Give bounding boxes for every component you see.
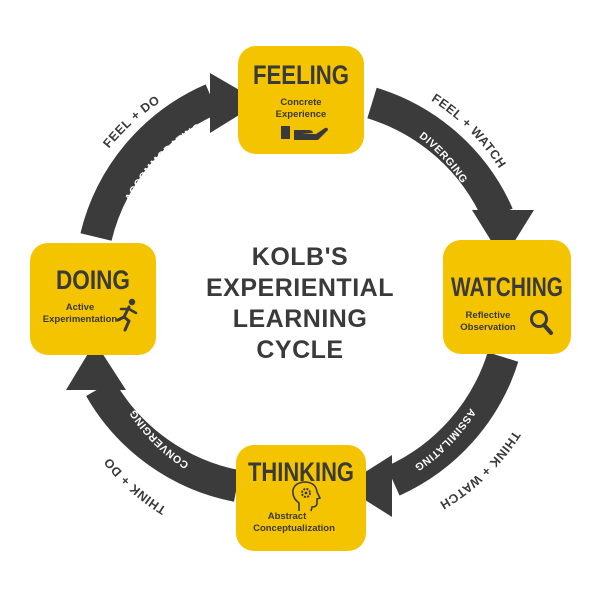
arrow-watching-to-thinking	[343, 351, 519, 517]
watching-sub-2: Observation	[460, 322, 516, 333]
doing-title: DOING	[56, 265, 130, 295]
doing-sub-1: Active	[66, 302, 95, 313]
center-title: KOLB'S EXPERIENTIAL LEARNING CYCLE	[206, 243, 394, 364]
magnifier-icon	[530, 310, 553, 335]
thinking-sub-1: Abstract	[268, 511, 307, 522]
node-feeling: FEELING Concrete Experience	[238, 46, 364, 154]
arrow-feeling-to-watching	[367, 87, 534, 260]
node-doing: DOING Active Experimentation	[30, 243, 156, 355]
feeling-sub-1: Concrete	[280, 97, 321, 108]
arrow-doing-to-feeling	[80, 73, 260, 242]
feeling-title: FEELING	[253, 60, 349, 90]
feeling-sub-2: Experience	[276, 109, 327, 120]
hand-holding-icon	[281, 126, 328, 140]
arrow-thinking-to-doing	[66, 342, 241, 502]
running-person-icon	[116, 298, 138, 332]
cycle-arrows	[66, 73, 534, 517]
watching-title: WATCHING	[451, 272, 563, 302]
doing-sub-2: Experimentation	[43, 314, 118, 325]
title-line-4: CYCLE	[256, 336, 343, 364]
title-line-2: EXPERIENTIAL	[206, 274, 394, 302]
thinking-sub-2: Conceptualization	[253, 523, 335, 534]
watching-sub-1: Reflective	[466, 310, 511, 321]
node-thinking: THINKING Abstract Conceptualization	[236, 445, 366, 551]
node-watching: WATCHING Reflective Observation	[443, 240, 571, 354]
title-line-1: KOLB'S	[252, 243, 348, 271]
head-gear-icon	[292, 481, 322, 512]
title-line-3: LEARNING	[233, 305, 368, 333]
